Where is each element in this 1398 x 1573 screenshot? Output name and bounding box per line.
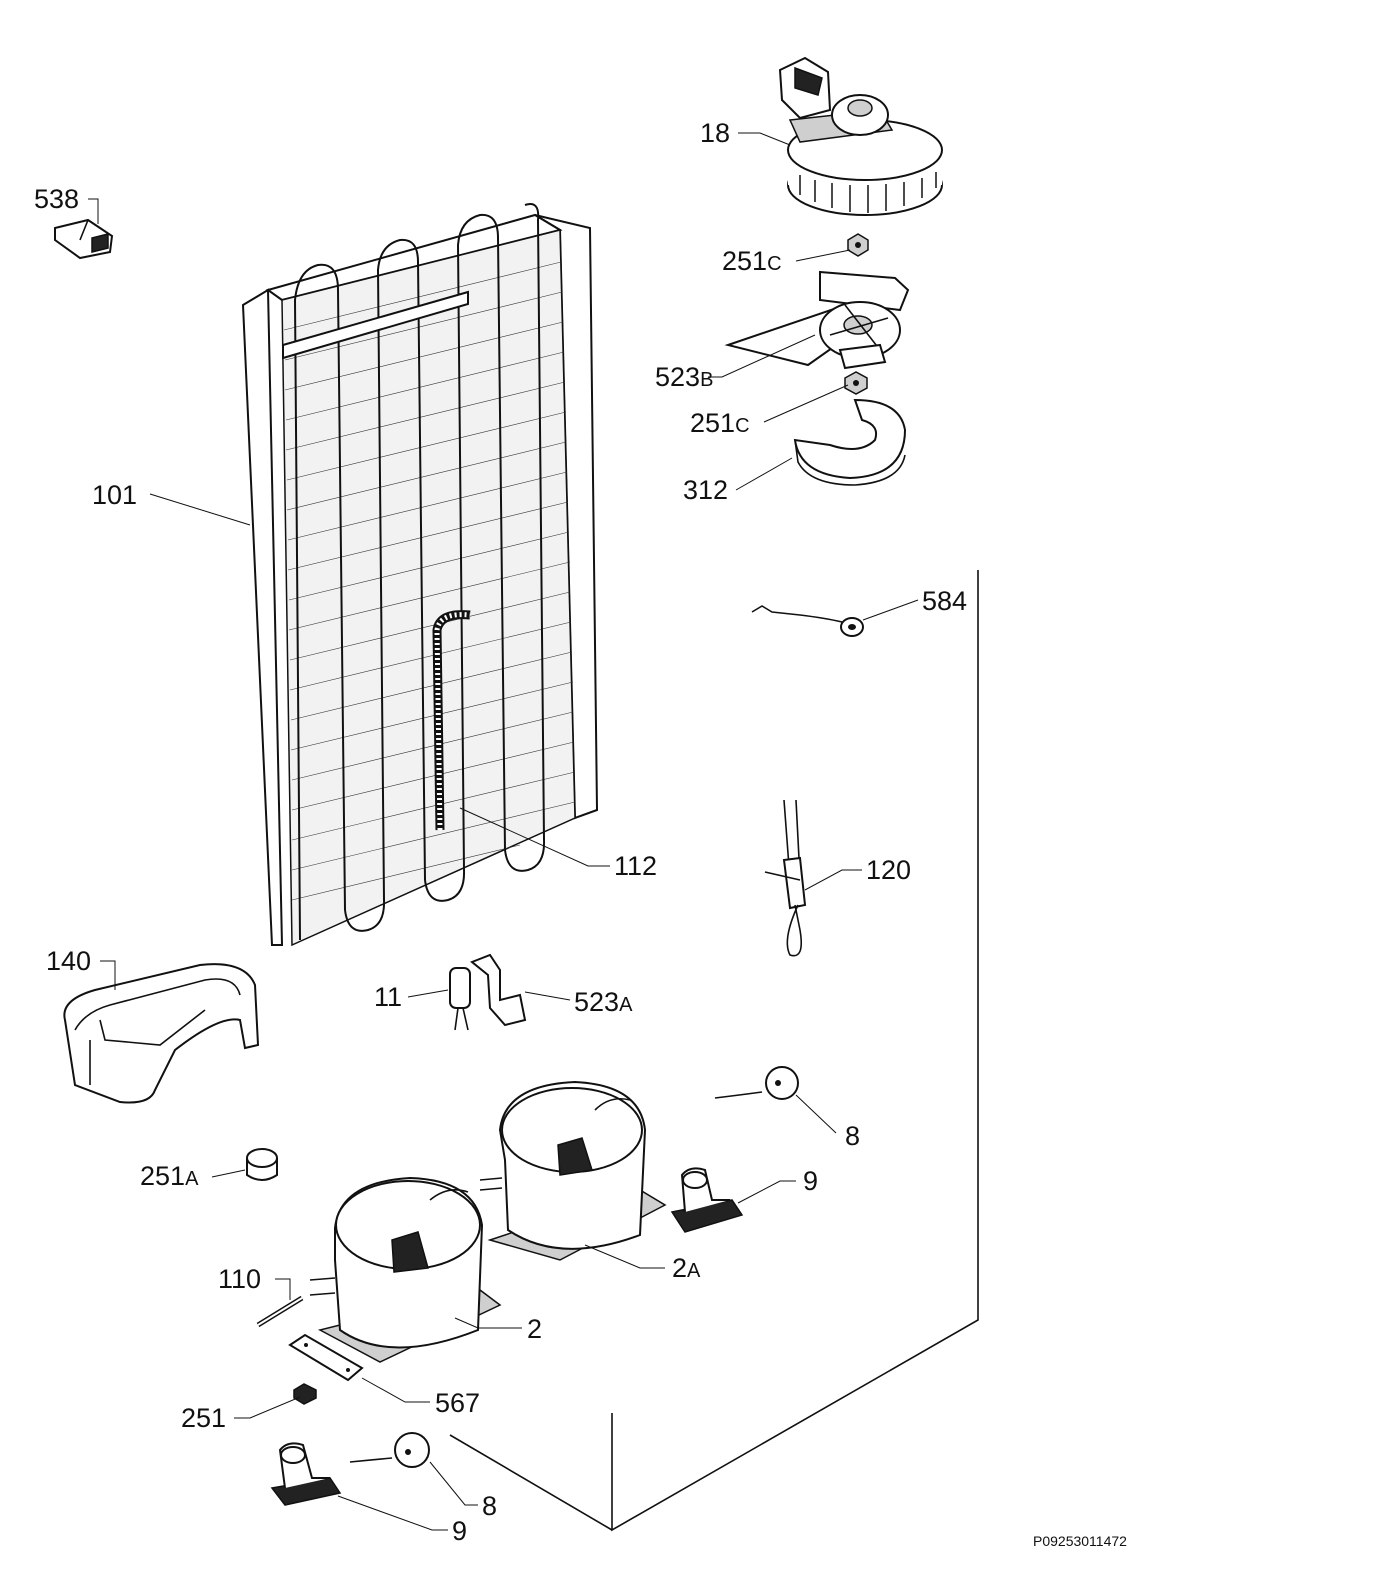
- callout-8-upper: 8: [845, 1121, 861, 1151]
- connector-part: [54, 218, 114, 260]
- overload-protector-lower: [349, 1432, 430, 1468]
- compressor-alt: [479, 1080, 667, 1261]
- callout-523a: 523A: [574, 987, 633, 1017]
- condenser: [241, 203, 599, 947]
- relay-holder: [470, 953, 527, 1027]
- callout-567: 567: [435, 1388, 481, 1418]
- callout-112: 112: [614, 851, 658, 881]
- callout-251: 251: [181, 1403, 227, 1433]
- fan-motor: [778, 56, 943, 216]
- compressor: [309, 1176, 502, 1363]
- callout-101: 101: [92, 480, 138, 510]
- callout-8-lower: 8: [482, 1491, 498, 1521]
- callout-2: 2: [527, 1314, 543, 1344]
- clamp-lower: [270, 1442, 342, 1506]
- fan-bracket: [724, 270, 910, 370]
- callout-584: 584: [922, 586, 968, 616]
- leader-lines: [88, 132, 919, 1531]
- callout-9-upper: 9: [803, 1166, 819, 1196]
- callout-251a: 251A: [140, 1161, 199, 1191]
- callout-18: 18: [700, 118, 731, 148]
- sensor-probe: [751, 605, 864, 637]
- callout-9-lower: 9: [452, 1516, 468, 1546]
- grommet: [246, 1148, 278, 1181]
- drawing-code: P09253011472: [1033, 1533, 1127, 1549]
- thermistor: [764, 799, 807, 957]
- nut-upper: [847, 233, 869, 257]
- callout-140: 140: [46, 946, 92, 976]
- callout-110: 110: [218, 1264, 262, 1294]
- callout-251c-upper: 251C: [722, 246, 782, 276]
- fan-shroud: [793, 398, 907, 486]
- callout-312: 312: [683, 475, 729, 505]
- cabinet-outline: [449, 570, 979, 1532]
- callout-120: 120: [866, 855, 912, 885]
- clamp-upper: [670, 1167, 744, 1233]
- callout-11: 11: [374, 982, 403, 1012]
- callout-251c-lower: 251C: [690, 408, 750, 438]
- overload-protector-upper: [714, 1066, 799, 1100]
- service-tube: [256, 1295, 304, 1328]
- mounting-plate: [288, 1333, 364, 1382]
- compressor-nut: [293, 1383, 317, 1405]
- starting-relay: [449, 967, 471, 1031]
- callout-538: 538: [34, 184, 80, 214]
- drip-tray: [63, 963, 260, 1104]
- nut-lower: [844, 371, 868, 395]
- callout-2a: 2A: [672, 1253, 701, 1283]
- callout-523b: 523B: [655, 362, 714, 392]
